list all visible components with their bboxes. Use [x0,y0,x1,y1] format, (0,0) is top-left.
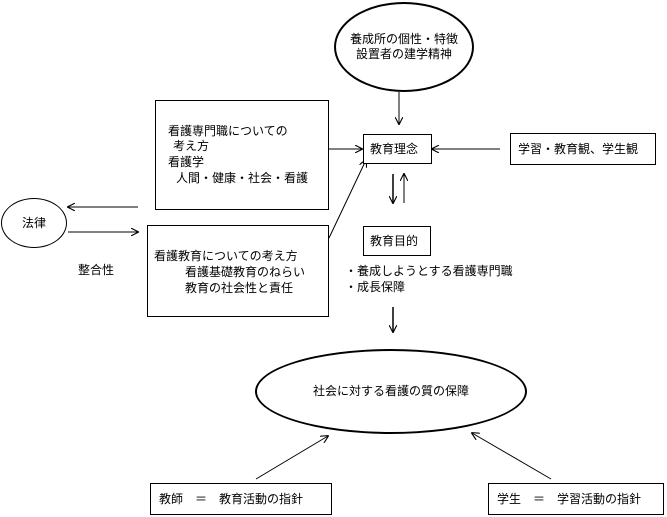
nursing-education-box: 看護教育についての考え方 看護基礎教育のねらい 教育の社会性と責任 [147,225,329,317]
consistency-label: 整合性 [78,263,115,277]
educational-philosophy-box: 教育理念 [363,134,432,164]
education-line-2: 看護基礎教育のねらい [185,265,306,279]
profession-line-1: 看護専門職についての [168,124,288,138]
founder-line-1: 養成所の個性・特徴 [349,32,458,46]
arrow-education-to-philosophy [328,160,366,239]
student-box: 学生 ＝ 学習活動の指針 [488,483,664,515]
educational-goal-label: 教育目的 [370,234,419,248]
education-line-1: 看護教育についての考え方 [154,249,298,263]
arrow-teacher-to-quality [255,436,328,480]
educational-philosophy-label: 教育理念 [370,142,419,156]
law-ellipse: 法律 [1,198,67,248]
arrow-student-to-quality [472,433,552,480]
quality-assurance-label: 社会に対する看護の質の保障 [312,384,469,398]
founder-characteristics-ellipse: 養成所の個性・特徴 設置者の建学精神 [334,2,474,92]
teacher-box: 教師 ＝ 教育活動の指針 [150,483,332,515]
learning-views-box: 学習・教育観、学生観 [510,133,656,165]
profession-line-2: 考え方 [173,139,210,153]
student-label: 学生 ＝ 学習活動の指針 [497,492,642,506]
quality-assurance-ellipse: 社会に対する看護の質の保障 [255,349,527,434]
profession-line-4: 人間・健康・社会・看護 [176,171,309,185]
law-label: 法律 [21,215,46,230]
founder-line-2: 設置者の建学精神 [355,47,452,61]
teacher-label: 教師 ＝ 教育活動の指針 [159,492,304,506]
educational-goal-box: 教育目的 [363,226,431,256]
goal-item-2: ・成長保障 [345,280,406,294]
goal-item-1: ・養成しようとする看護専門職 [345,264,513,278]
education-line-3: 教育の社会性と責任 [185,281,294,295]
nursing-profession-box: 看護専門職についての 考え方 看護学 人間・健康・社会・看護 [155,100,329,210]
profession-line-3: 看護学 [168,155,205,169]
learning-views-label: 学習・教育観、学生観 [518,142,639,156]
